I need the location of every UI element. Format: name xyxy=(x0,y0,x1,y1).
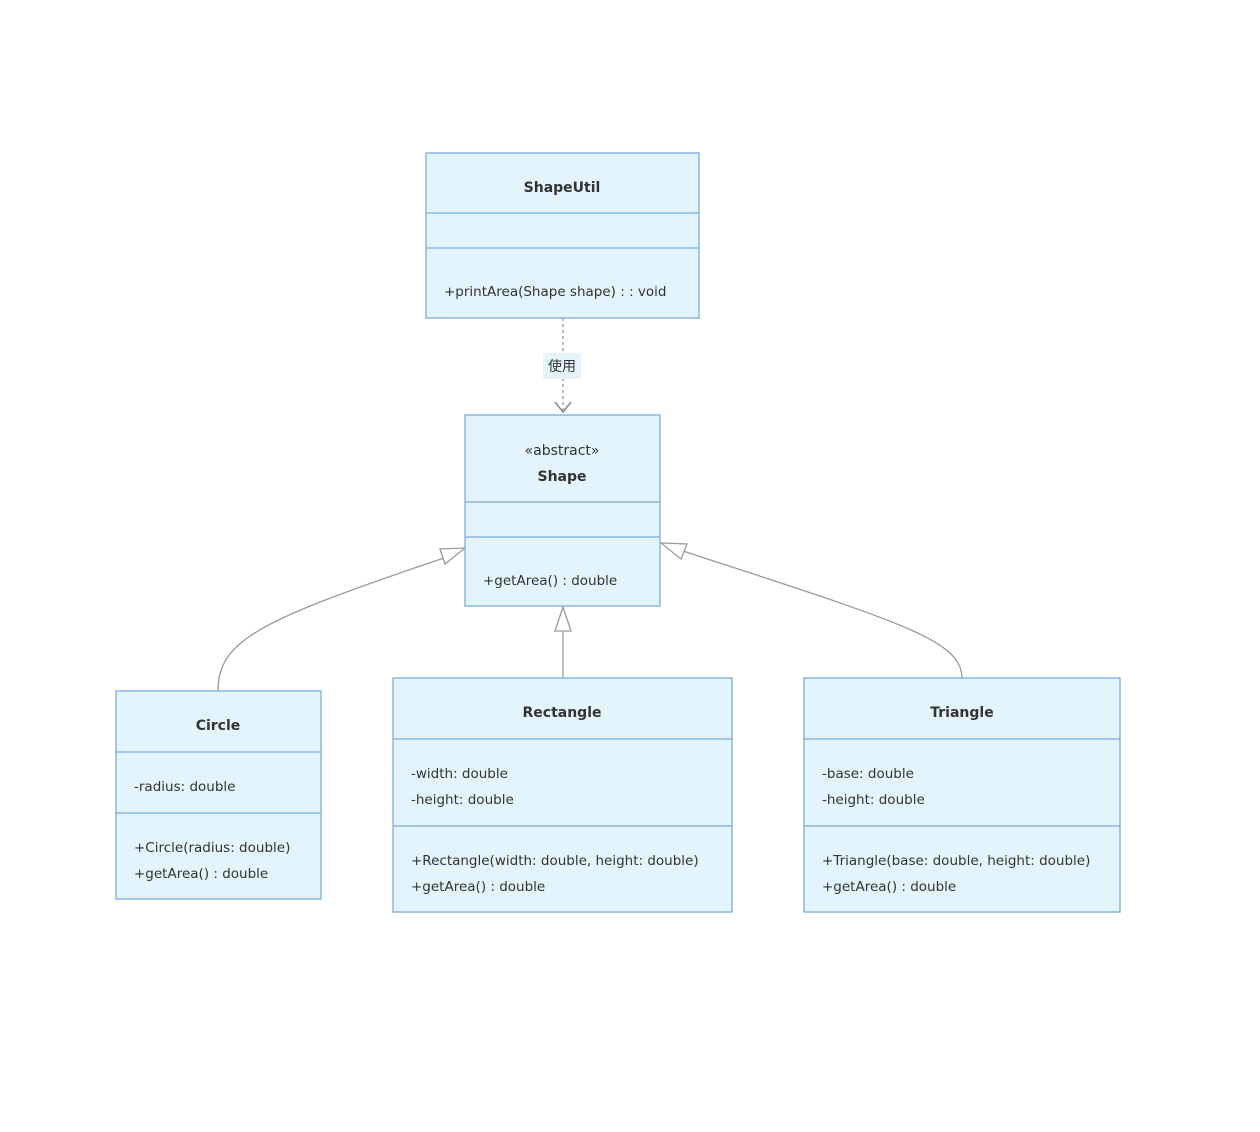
class-triangle-method: +Triangle(base: double, height: double) xyxy=(822,853,1090,869)
dependency-label-bg xyxy=(543,353,581,379)
class-triangle-box xyxy=(803,677,1121,913)
class-rectangle-attribute: -height: double xyxy=(411,792,514,808)
inheritance-triangle-arrowhead xyxy=(659,542,688,561)
inheritance-circle-arrowhead xyxy=(439,547,467,566)
class-circle-method: +Circle(radius: double) xyxy=(134,840,290,856)
class-rectangle-method: +getArea() : double xyxy=(411,879,545,895)
class-shapeutil-method: +printArea(Shape shape) : : void xyxy=(444,284,666,300)
class-triangle[interactable]: Triangle -base: double -height: double +… xyxy=(803,677,1121,913)
class-rectangle[interactable]: Rectangle -width: double -height: double… xyxy=(392,677,733,913)
class-shape-method: +getArea() : double xyxy=(483,573,617,589)
class-circle-name: Circle xyxy=(196,718,241,734)
class-shape-stereotype: «abstract» xyxy=(525,443,600,459)
class-triangle-attribute: -height: double xyxy=(822,792,925,808)
class-shapeutil[interactable]: ShapeUtil +printArea(Shape shape) : : vo… xyxy=(425,152,700,319)
class-rectangle-box xyxy=(392,677,733,913)
class-triangle-attribute: -base: double xyxy=(822,766,914,782)
class-triangle-name: Triangle xyxy=(930,705,993,721)
inheritance-circle-relation xyxy=(217,547,467,692)
class-rectangle-attribute: -width: double xyxy=(411,766,508,782)
inheritance-circle-line xyxy=(217,557,445,692)
inheritance-triangle-relation xyxy=(659,542,963,679)
class-shape-box xyxy=(464,414,661,607)
inheritance-rectangle-relation xyxy=(554,604,572,678)
class-shapeutil-name: ShapeUtil xyxy=(524,180,601,196)
dependency-label: 使用 xyxy=(548,358,576,375)
dependency-arrowhead xyxy=(554,401,572,414)
class-rectangle-name: Rectangle xyxy=(523,705,602,721)
class-circle[interactable]: Circle -radius: double +Circle(radius: d… xyxy=(115,690,322,900)
class-triangle-method: +getArea() : double xyxy=(822,879,956,895)
inheritance-rectangle-arrowhead xyxy=(554,604,572,632)
class-shape[interactable]: «abstract» Shape +getArea() : double xyxy=(464,414,661,607)
class-shapeutil-box xyxy=(425,152,700,319)
class-circle-method: +getArea() : double xyxy=(134,866,268,882)
dependency-relation: 使用 xyxy=(543,318,581,414)
class-rectangle-method: +Rectangle(width: double, height: double… xyxy=(411,853,699,869)
class-circle-attribute: -radius: double xyxy=(134,779,235,795)
class-shape-name: Shape xyxy=(537,469,586,485)
class-circle-box xyxy=(115,690,322,900)
inheritance-triangle-line xyxy=(682,550,963,679)
